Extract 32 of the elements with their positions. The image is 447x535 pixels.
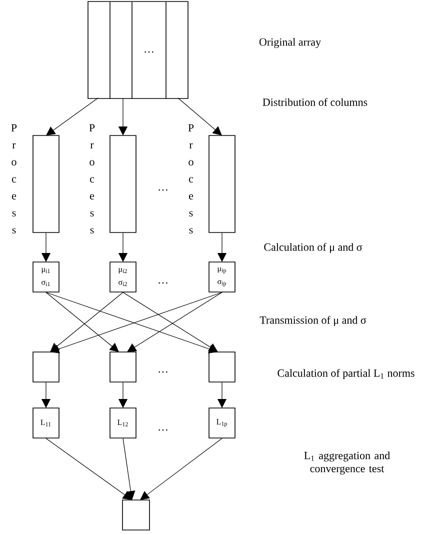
arrow (46, 98, 98, 136)
ellipsis: … (158, 189, 168, 191)
ellipsis: … (158, 282, 168, 284)
vertical-label: Process (11, 124, 17, 234)
arrow (140, 438, 222, 500)
value-box: μ$_{ip}$ σ$_{ip}$ (208, 262, 236, 292)
ellipsis: … (158, 429, 168, 431)
value-box: μ$_{i1}$ σ$_{i1}$ (32, 262, 60, 292)
array-box: … (88, 1, 188, 100)
step-label: Calculation of μ and σ (264, 242, 362, 254)
vertical-label: Process (89, 124, 95, 234)
step-label: Calculation of partial L$_{1}$ norms (278, 368, 414, 380)
process-box (208, 352, 236, 382)
arrow (122, 438, 136, 500)
ellipsis: … (158, 371, 168, 373)
value-box: μ$_{i2}$ σ$_{i2}$ (110, 262, 136, 292)
vertical-label: Process (188, 124, 194, 234)
step-label: Original array (259, 38, 321, 48)
process-box (122, 500, 150, 530)
value-box: L$_{12}$ (110, 408, 136, 438)
arrow (178, 98, 222, 136)
value-box: L$_{11}$ (32, 408, 60, 438)
process-box (110, 352, 136, 382)
step-label: L$_{1}$ aggregation and convergence test (304, 452, 390, 474)
process-box (208, 135, 236, 233)
step-label: Transmission of μ and σ (260, 316, 366, 326)
process-box (32, 135, 60, 233)
arrow (46, 438, 132, 500)
process-box (110, 135, 136, 233)
value-box: L$_{1p}$ (208, 408, 236, 438)
step-label: Distribution of columns (262, 98, 368, 106)
process-box (32, 352, 60, 382)
